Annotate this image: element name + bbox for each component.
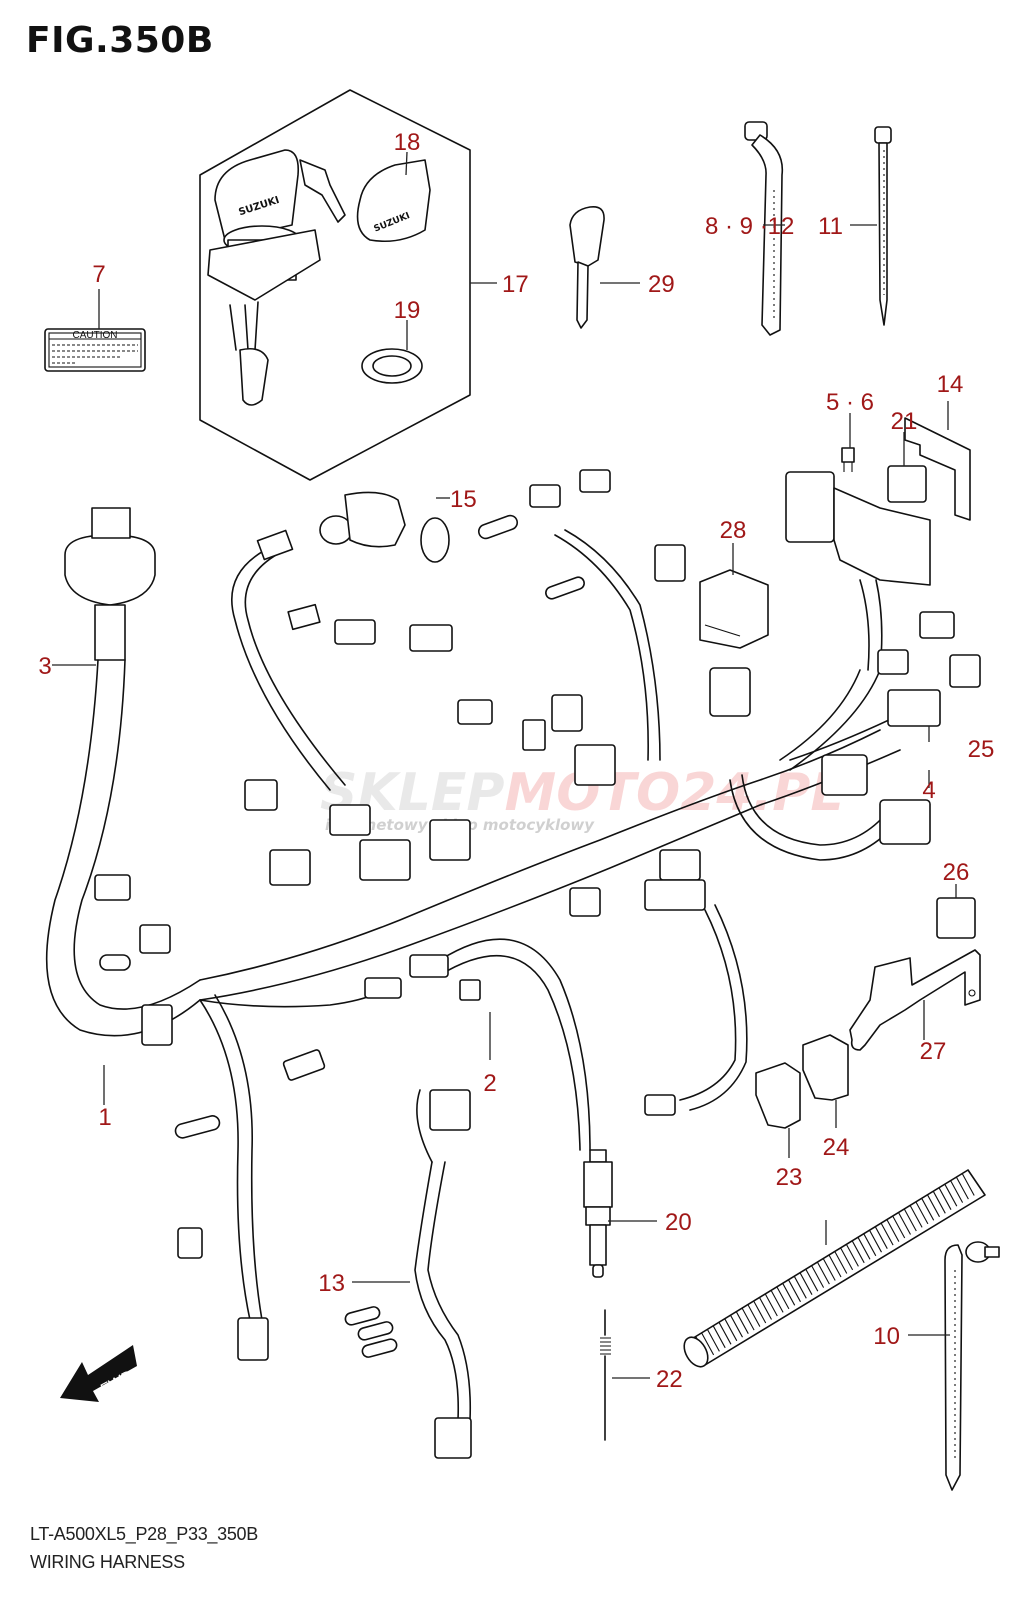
relay-27-icon (699, 569, 769, 649)
ignition-switch-group: SUZUKI SUZUKI (199, 89, 471, 481)
callout-4[interactable]: 4 (922, 777, 935, 804)
callout-26[interactable]: 27 (920, 1038, 947, 1065)
leader-lines (52, 151, 957, 1379)
callout-2[interactable]: 2 (483, 1070, 496, 1097)
callout-13[interactable]: 13 (318, 1270, 345, 1297)
group-outline-hexagon (199, 89, 471, 481)
callout-16[interactable]: 17 (502, 271, 529, 298)
relay-21-icon (887, 465, 927, 503)
callout-11[interactable]: 11 (818, 213, 843, 240)
sub-harness-icon (344, 1089, 472, 1459)
connector-cap-2-icon (459, 979, 481, 1001)
connector-25-icon (936, 897, 976, 939)
watermark-part3: 24.PL (680, 763, 843, 823)
svg-text:SKLEPMOTO24.PL: SKLEPMOTO24.PL (320, 763, 844, 823)
callout-18[interactable]: 19 (394, 297, 421, 324)
plate-26-icon (849, 949, 981, 1051)
watermark: SKLEPMOTO24.PL internetowy sklep motocyk… (320, 763, 844, 834)
corrugated-tube-icon (683, 1169, 986, 1368)
callout-25[interactable]: 26 (943, 859, 970, 886)
nut-icon (361, 348, 423, 384)
clamp-bolt-icon (944, 1241, 1000, 1491)
drawing-code: LT-A500XL5_P28_P33_350B (30, 1524, 258, 1544)
drawing-name: WIRING HARNESS (30, 1552, 185, 1572)
cable-tie-narrow-icon (874, 126, 892, 326)
callouts: 7 18 19 17 29 8 · 9 ·12 11 5 · 6 21 14 1… (38, 129, 994, 1393)
callout-21[interactable]: 21 (891, 408, 918, 435)
callout-17[interactable]: 18 (394, 129, 421, 156)
callout-5-6[interactable]: 5 · 6 (826, 389, 874, 416)
caution-label-icon: CAUTION (44, 328, 146, 372)
callout-27[interactable]: 28 (720, 517, 747, 544)
callout-24[interactable]: 25 (968, 736, 995, 763)
callout-15[interactable]: 15 (450, 486, 477, 513)
caution-text: CAUTION (73, 330, 118, 341)
fuse-icon (841, 447, 855, 472)
spring-icon (600, 1309, 611, 1441)
callout-28[interactable]: 29 (648, 271, 675, 298)
sensor-icon (583, 1149, 613, 1278)
figure-title: FIG.350B (26, 20, 214, 61)
cable-tie-wide-icon (744, 121, 784, 336)
callout-22[interactable]: 23 (776, 1164, 803, 1191)
callout-10[interactable]: 10 (873, 1323, 900, 1350)
callout-14[interactable]: 14 (937, 371, 964, 398)
fwd-arrow-icon: FWD (60, 1345, 137, 1402)
fuse-box-icon (785, 471, 931, 671)
callout-8-9-12[interactable]: 8 · 9 ·12 (705, 213, 794, 240)
ignition-switch-icon: SUZUKI (207, 149, 346, 406)
bracket-14-icon (904, 417, 971, 521)
key-blank-icon (569, 205, 605, 329)
main-harness-icon (45, 469, 981, 1361)
callout-19[interactable]: 20 (665, 1209, 692, 1236)
callout-20[interactable]: 22 (656, 1366, 683, 1393)
connector-cap-23-icon (802, 1034, 849, 1101)
callout-1[interactable]: 1 (98, 1104, 111, 1131)
callout-3[interactable]: 3 (38, 653, 51, 680)
callout-23[interactable]: 24 (823, 1134, 850, 1161)
key-cover-icon: SUZUKI (356, 159, 431, 243)
socket-icon (319, 491, 450, 563)
callout-7[interactable]: 7 (92, 261, 105, 288)
connector-cap-22-icon (755, 1062, 801, 1129)
